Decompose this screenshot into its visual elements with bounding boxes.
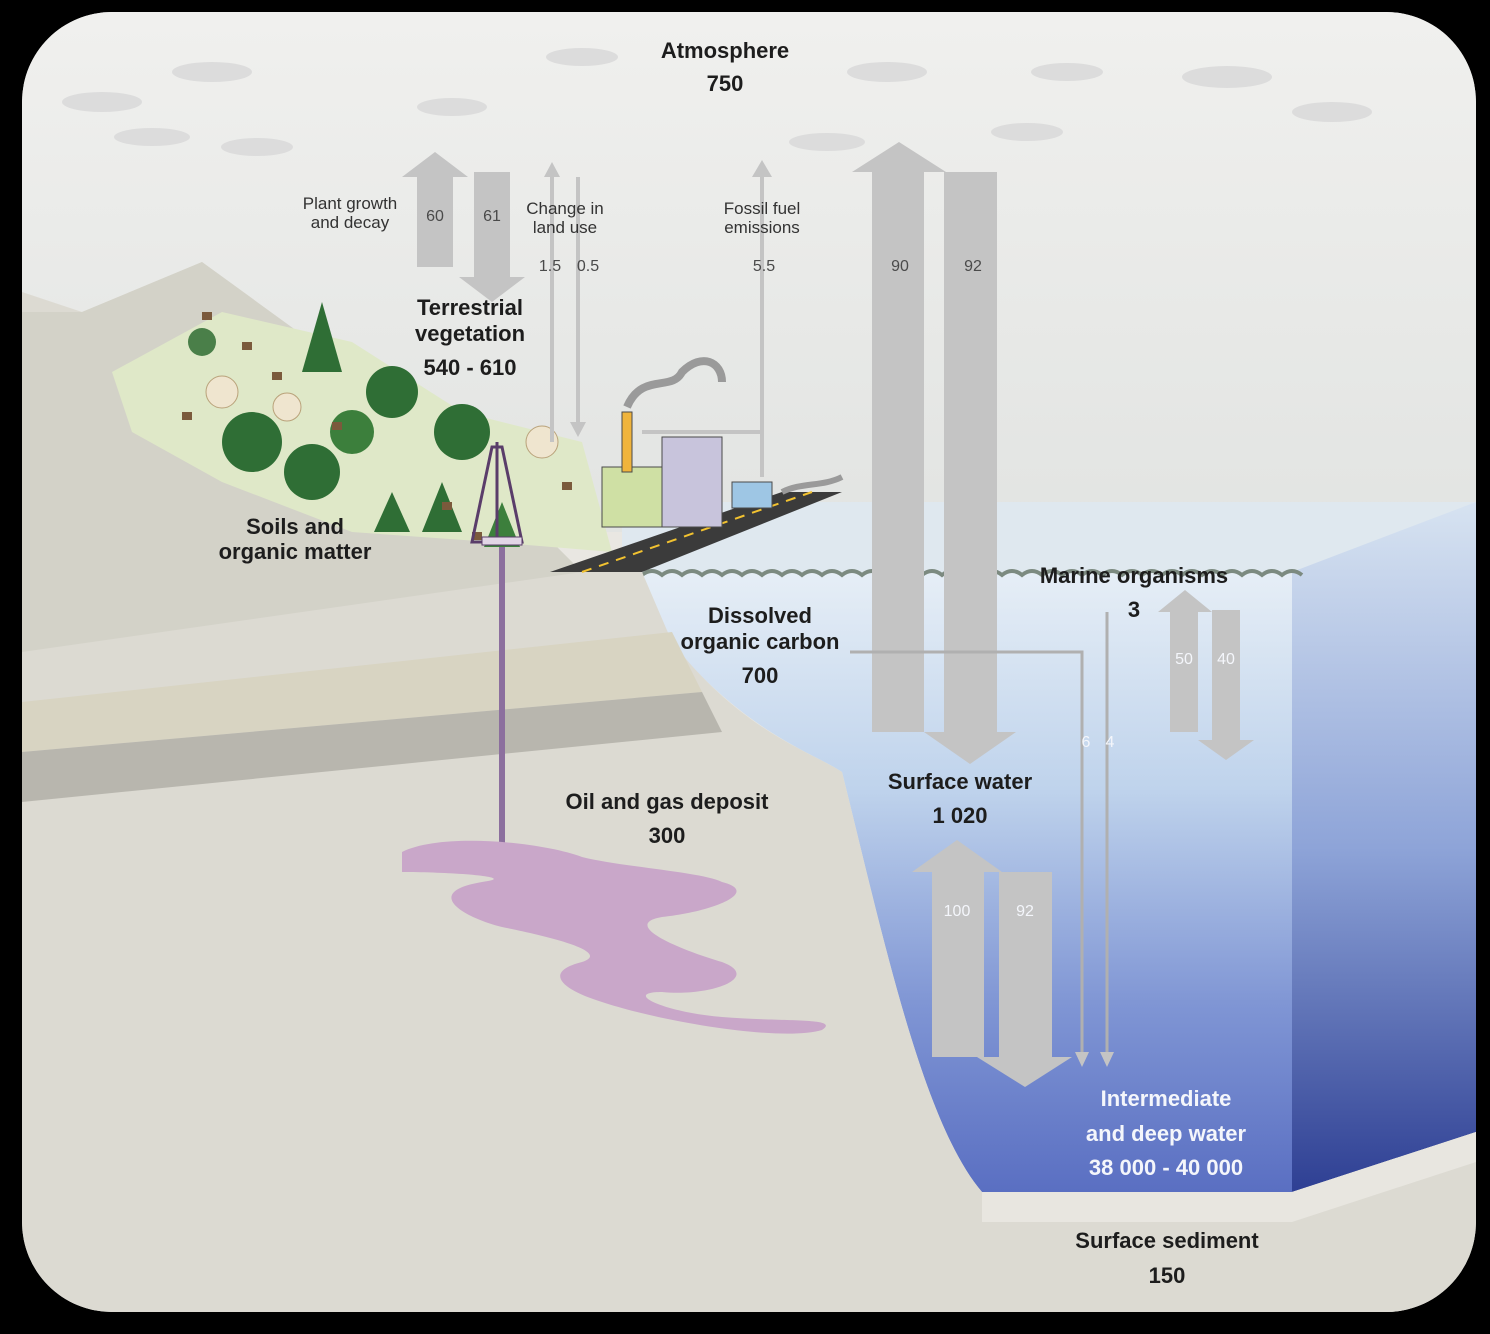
seafloor-sediment <box>982 1132 1476 1222</box>
fossil-fuel-label-line1: Fossil fuel <box>723 199 801 218</box>
deep-water-value: 38 000 - 40 000 <box>1088 1155 1244 1180</box>
marine-up-value: 50 <box>1175 651 1193 668</box>
diagram-illustration <box>22 12 1476 1312</box>
doc-value: 700 <box>741 663 779 688</box>
vegetation-cluster <box>112 302 612 552</box>
marine-up-arrow <box>1158 590 1212 732</box>
ocean-up-value: 90 <box>891 258 909 275</box>
clouds <box>62 48 1372 156</box>
marine-organisms-label: Marine organisms <box>1039 563 1229 588</box>
ocean-down-arrow <box>924 172 1016 764</box>
doc-flux-b-value: 4 <box>1105 734 1115 751</box>
plant-growth-down-value: 61 <box>483 208 501 225</box>
doc-label-line2: organic carbon <box>680 629 840 654</box>
fossil-fuel-connector <box>642 430 764 434</box>
marine-down-value: 40 <box>1217 651 1235 668</box>
fossil-fuel-label-line2: emissions <box>724 218 800 237</box>
land-use-up-arrow <box>544 162 560 442</box>
surface-down-arrow <box>977 872 1072 1087</box>
terrestrial-vegetation-value: 540 - 610 <box>423 355 517 380</box>
oil-gas-label: Oil and gas deposit <box>565 789 769 814</box>
oil-gas-value: 300 <box>648 823 686 848</box>
land-use-label-line2: land use <box>532 218 598 237</box>
deep-water-label-line1: Intermediate <box>1100 1086 1232 1111</box>
terrestrial-vegetation-label-line2: vegetation <box>414 321 526 346</box>
land-use-up-value: 1.5 <box>538 258 562 275</box>
plant-growth-label-line2: and decay <box>310 213 390 232</box>
marine-organisms-value: 3 <box>1127 597 1141 622</box>
oil-gas-deposit-shape <box>402 840 826 1034</box>
surface-down-value: 92 <box>1016 903 1034 920</box>
ocean-side-face <box>1292 502 1476 1192</box>
fossil-fuel-value: 5.5 <box>752 258 776 275</box>
fossil-fuel-arrow <box>752 160 772 477</box>
land-use-label-line1: Change in <box>526 199 604 218</box>
land-use-down-value: 0.5 <box>576 258 600 275</box>
plant-growth-down-arrow <box>459 172 525 302</box>
carbon-cycle-diagram: Atmosphere 750 Plant growth and decay 60… <box>22 12 1476 1312</box>
land-use-down-arrow <box>570 177 586 437</box>
sediment-band-dark <box>22 692 722 802</box>
atmosphere-value: 750 <box>706 71 744 96</box>
surface-up-value: 100 <box>943 903 971 920</box>
soils-label-line2: organic matter <box>218 539 372 564</box>
surface-sediment-label: Surface sediment <box>1075 1228 1259 1253</box>
surface-sediment-value: 150 <box>1148 1263 1186 1288</box>
deep-water-label-line2: and deep water <box>1085 1121 1247 1146</box>
ocean-up-arrow <box>852 142 946 732</box>
oil-rig <box>470 442 524 852</box>
plant-growth-up-value: 60 <box>426 208 444 225</box>
plant-growth-up-arrow <box>402 152 468 267</box>
marine-down-arrow <box>1198 610 1254 760</box>
sediment-band-light <box>22 632 702 752</box>
doc-label-line1: Dissolved <box>708 603 812 628</box>
road-and-factory <box>550 357 844 573</box>
plant-growth-label-line1: Plant growth <box>302 194 398 213</box>
soils-label-line1: Soils and <box>246 514 344 539</box>
flux-arrows <box>402 142 1254 1087</box>
ocean-down-value: 92 <box>964 258 982 275</box>
doc-flux-a-value: 6 <box>1081 734 1091 751</box>
atmosphere-label: Atmosphere <box>660 38 790 63</box>
doc-flux-line <box>850 650 1084 1057</box>
surface-water-value: 1 020 <box>932 803 988 828</box>
terrestrial-vegetation-label-line1: Terrestrial <box>417 295 523 320</box>
surface-water-label: Surface water <box>887 769 1033 794</box>
surface-up-arrow <box>912 840 1002 1057</box>
